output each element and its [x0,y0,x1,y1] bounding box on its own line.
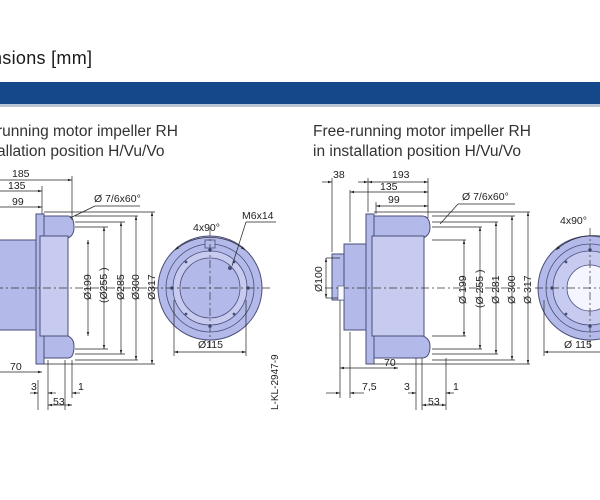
right-hole-label: Ø 7/6x60° [462,191,509,203]
right-inlet [371,235,425,337]
right-dim-135: 135 [380,181,398,193]
left-heading-line1: running motor impeller RH [0,123,178,140]
left-front-d115: Ø115 [198,339,223,351]
right-front-d115: Ø 115 [564,339,592,351]
left-front-thread: M6x14 [242,210,274,222]
right-dim-d199: Ø 199 [457,275,469,304]
drawing-code: L-KL-2947-9 [270,354,281,410]
left-dim-3: 3 [31,381,37,393]
header-band-shadow [0,104,600,107]
left-dim-135: 135 [8,180,26,192]
left-side-view [0,213,75,365]
left-inlet [39,235,69,337]
right-impeller-bottom [373,333,431,359]
right-motor-body [343,243,370,331]
right-dim-38: 38 [333,169,345,181]
right-dim-d100: Ø100 [313,266,325,292]
right-dim-193: 193 [392,169,410,181]
left-impeller-bottom [43,333,75,359]
right-heading-line2: in installation position H/Vu/Vo [313,143,521,160]
left-dim-d285: Ø285 [115,274,127,300]
header-band [0,82,600,104]
left-front-angle: 4x90° [193,222,220,234]
right-dim-d281: Ø 281 [490,275,502,304]
right-dim-d255: (Ø 255 ) [474,269,486,308]
left-dim-d300: Ø300 [130,274,142,300]
left-horizontal-dims [0,176,80,410]
right-dim-99: 99 [388,194,400,206]
left-dim-d255: (Ø255 ) [98,267,110,303]
left-hole-label: Ø 7/6x60° [94,193,141,205]
right-dim-d317: Ø 317 [522,275,534,304]
right-horizontal-dims [322,178,454,410]
right-dim-70: 70 [384,357,396,369]
left-dim-70: 70 [10,361,22,373]
left-front-view: 4x90° M6x14 Ø115 [150,210,276,356]
right-dim-d300: Ø 300 [506,275,518,304]
right-side-view [331,213,431,365]
right-dim-1: 1 [453,381,459,393]
left-dim-d199: Ø199 [82,274,94,300]
right-dim-53: 53 [428,396,440,408]
right-front-angle: 4x90° [560,215,587,227]
right-heading-line1: Free-running motor impeller RH [313,123,531,140]
left-heading-line2: allation position H/Vu/Vo [0,143,165,160]
right-dim-7-5: 7,5 [362,381,377,393]
page-title: nsions [mm] [0,48,93,68]
right-front-view: 4x90° Ø 115 [535,215,600,356]
left-dim-185: 185 [12,168,30,180]
right-vertical-dims [324,203,530,365]
left-dim-99: 99 [12,196,24,208]
left-dim-53: 53 [53,396,65,408]
left-dim-d317: Ø317 [146,274,158,300]
left-dim-1: 1 [78,381,84,393]
right-dim-3: 3 [404,381,410,393]
